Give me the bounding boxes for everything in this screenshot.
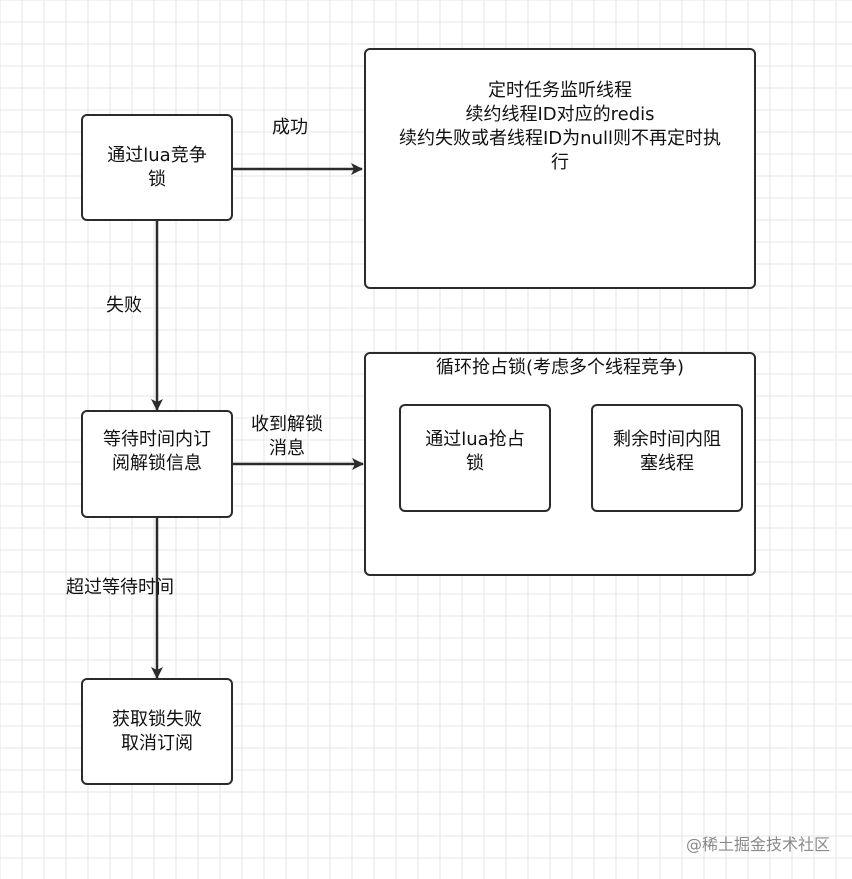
wait-subscribe-text: 等待时间内订 阅解锁信息	[103, 429, 211, 474]
block-thread-node: 剩余时间内阻 塞线程	[591, 404, 743, 512]
watermark: @稀土掘金技术社区	[685, 835, 830, 854]
renew-task-text: 定时任务监听线程 续约线程ID对应的redis 续约失败或者线程ID为null则…	[399, 79, 721, 173]
fail-cancel-text: 获取锁失败 取消订阅	[112, 708, 202, 754]
edge-label-success: 成功	[272, 117, 308, 138]
lua-grab-lock-node: 通过lua抢占 锁	[399, 404, 551, 512]
edge-label-failure: 失败	[106, 295, 142, 316]
wait-subscribe-node: 等待时间内订 阅解锁信息	[81, 410, 233, 518]
loop-grab-lock-title: 循环抢占锁(考虑多个线程竞争)	[435, 357, 685, 378]
renew-task-node: 定时任务监听线程 续约线程ID对应的redis 续约失败或者线程ID为null则…	[364, 48, 756, 289]
lua-compete-lock-text: 通过lua竞争 锁	[107, 144, 207, 190]
edge-label-timeout: 超过等待时间	[66, 577, 174, 598]
fail-cancel-node: 获取锁失败 取消订阅	[81, 678, 233, 785]
lua-compete-lock-node: 通过lua竞争 锁	[81, 114, 233, 221]
edge-label-received-unlock: 收到解锁 消息	[251, 414, 323, 459]
block-thread-text: 剩余时间内阻 塞线程	[613, 429, 721, 474]
lua-grab-lock-text: 通过lua抢占 锁	[425, 429, 525, 474]
